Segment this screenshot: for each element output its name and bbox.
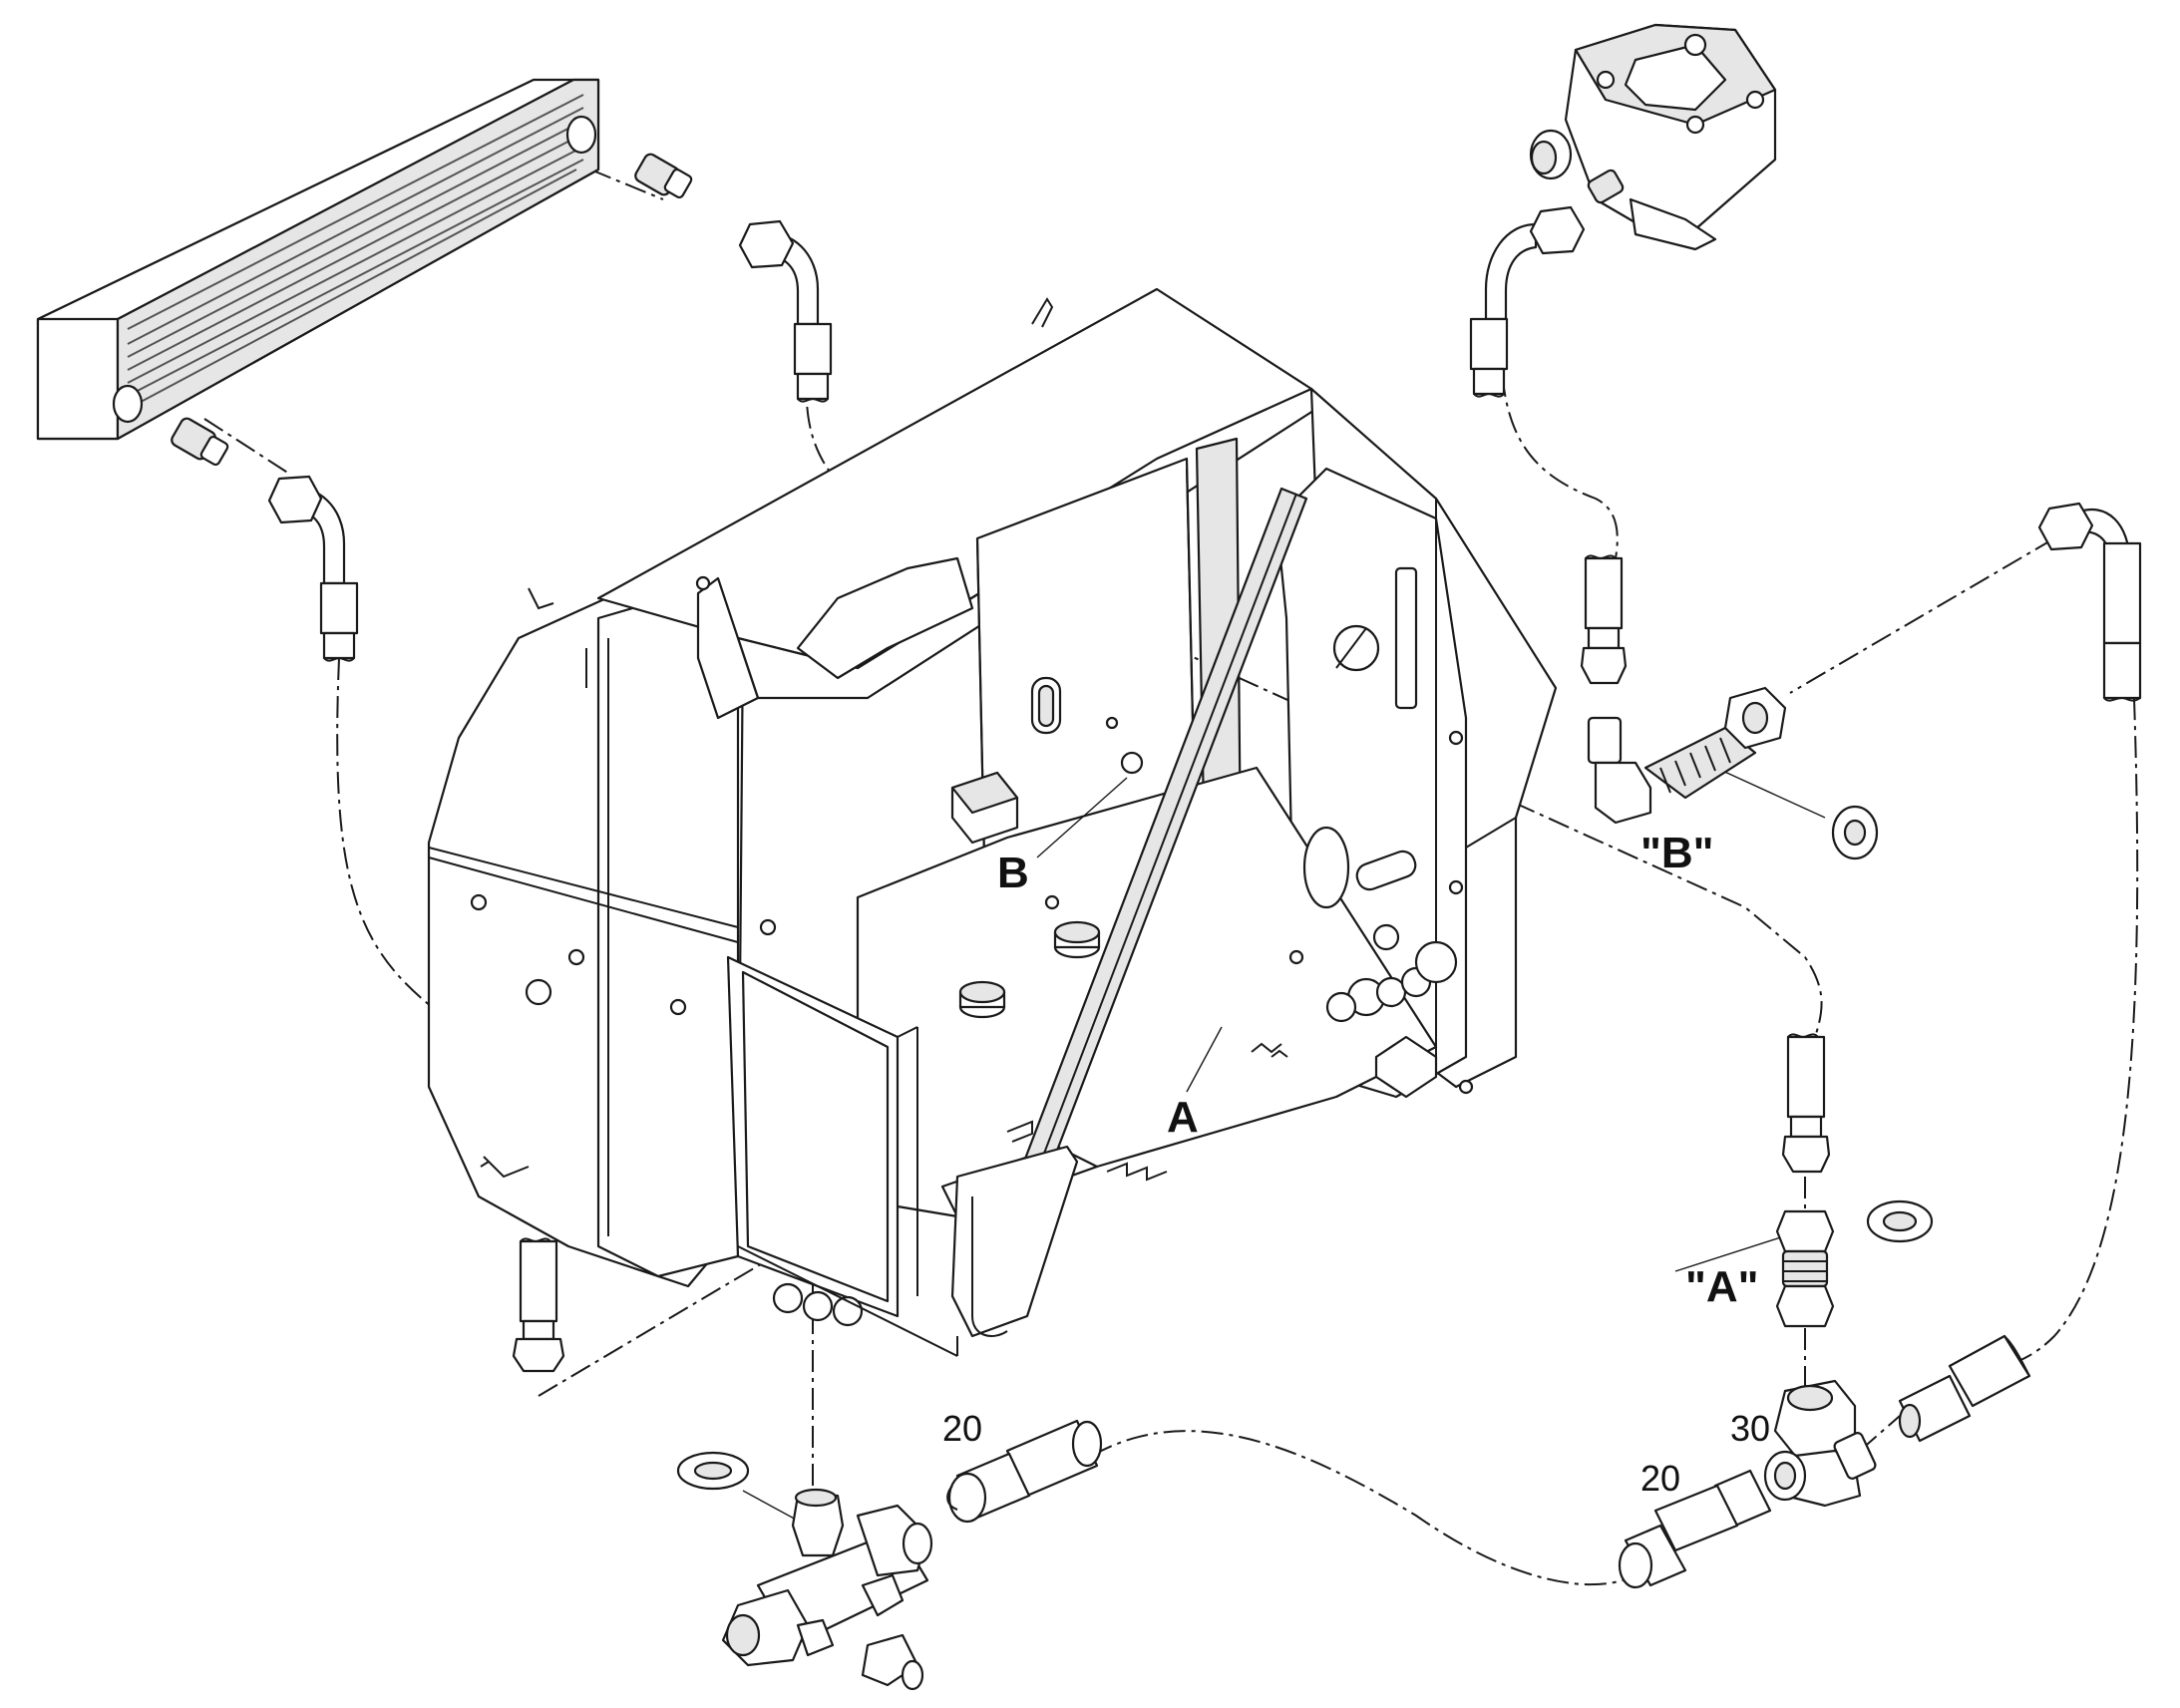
machine-frame bbox=[427, 287, 1558, 1357]
fitting-detail-b bbox=[1587, 686, 1879, 860]
hose-elbow-valve bbox=[1469, 205, 1586, 398]
label-detail-a: "A" bbox=[1685, 1262, 1759, 1311]
hose-elbow-left bbox=[267, 475, 359, 662]
fitting-cooler-bottom bbox=[171, 417, 229, 467]
hose-straight-lower-left bbox=[512, 1237, 565, 1373]
label-point-a: A bbox=[1167, 1093, 1199, 1142]
hose-20-right bbox=[1618, 1469, 1772, 1589]
hose-20-left bbox=[946, 1419, 1103, 1524]
hose-straight-mid-right bbox=[1580, 554, 1628, 685]
hose-elbow-middle bbox=[738, 219, 833, 403]
callout-30: 30 bbox=[1730, 1408, 1770, 1449]
brake-valve bbox=[1529, 23, 1777, 251]
oil-cooler bbox=[36, 78, 600, 441]
tee-fitting bbox=[1763, 1379, 1877, 1508]
hose-elbow-right bbox=[2037, 502, 2142, 702]
label-detail-b: "B" bbox=[1640, 829, 1714, 877]
fitting-detail-a bbox=[1775, 1199, 1934, 1328]
callout-20-right: 20 bbox=[1640, 1458, 1680, 1499]
hose-tee-right bbox=[1898, 1334, 2031, 1443]
distributor-block bbox=[676, 1451, 933, 1691]
fitting-cooler-top bbox=[634, 153, 693, 199]
callout-20-left: 20 bbox=[942, 1408, 982, 1449]
label-point-b: B bbox=[997, 849, 1029, 897]
hose-straight-lower-right bbox=[1781, 1033, 1831, 1174]
